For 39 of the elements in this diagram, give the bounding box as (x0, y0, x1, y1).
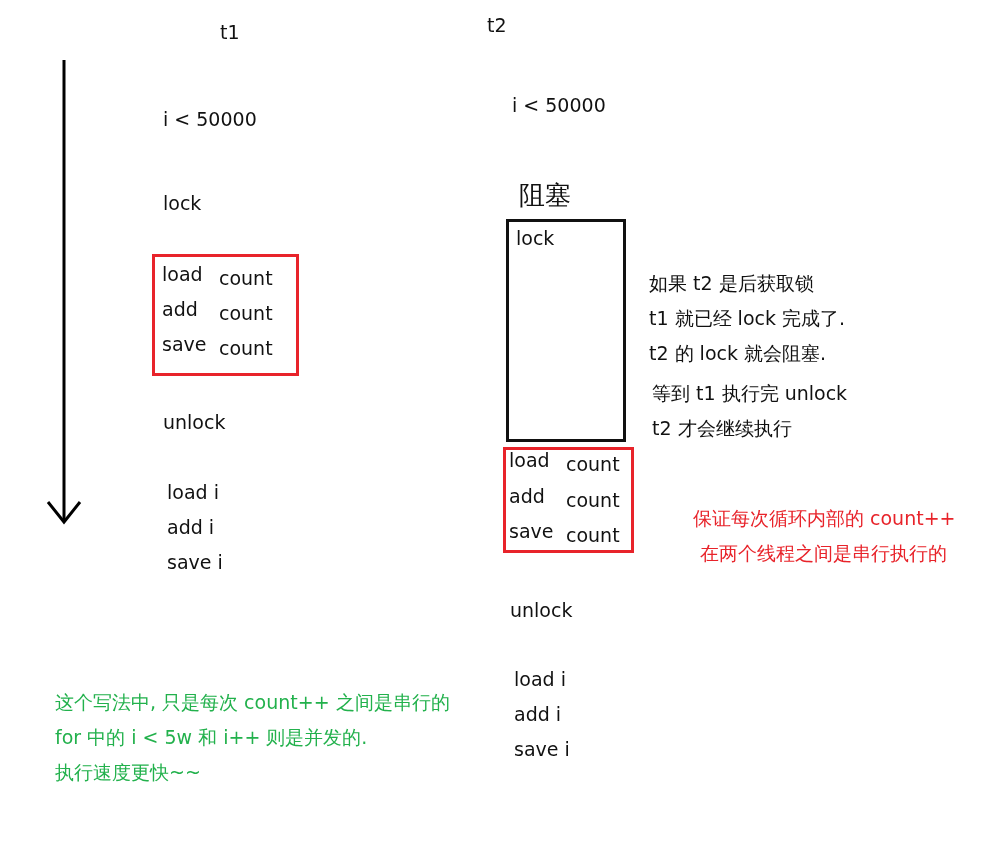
code-line: save i (167, 550, 223, 574)
code-line: unlock (163, 410, 226, 434)
thread-label: t1 (220, 20, 240, 44)
code-text: count (566, 452, 620, 476)
code-block-frame (503, 447, 634, 553)
note-text: 这个写法中, 只是每次 count++ 之间是串行的 (55, 690, 450, 714)
code-line: load i (167, 480, 219, 504)
note-text: for 中的 i < 5w 和 i++ 则是并发的. (55, 725, 368, 749)
note-text: t2 的 lock 就会阻塞. (649, 341, 827, 365)
code-text: save (509, 519, 554, 543)
code-line: add i (514, 702, 562, 726)
code-line: add i (167, 515, 215, 539)
note-text: t2 才会继续执行 (652, 416, 792, 440)
code-text: count (219, 301, 273, 325)
note-text: t1 就已经 lock 完成了. (649, 306, 846, 330)
code-line: lock (163, 191, 202, 215)
note-text: 如果 t2 是后获取锁 (649, 271, 814, 295)
note-text: 在两个线程之间是串行执行的 (700, 541, 947, 565)
code-line: i < 50000 (512, 93, 606, 117)
code-line: unlock (510, 598, 573, 622)
code-text: count (566, 523, 620, 547)
code-text: add (162, 297, 198, 321)
code-text: load (162, 262, 203, 286)
code-text: count (219, 266, 273, 290)
note-text: 等到 t1 执行完 unlock (652, 381, 848, 405)
thread-label: t2 (487, 13, 507, 37)
note-text: 保证每次循环内部的 count++ (693, 506, 956, 530)
code-text: load (509, 448, 550, 472)
code-text: save (162, 332, 207, 356)
note-text: 执行速度更快~~ (55, 760, 201, 784)
code-text: add (509, 484, 545, 508)
code-block-frame (152, 254, 299, 376)
code-line: i < 50000 (163, 107, 257, 131)
code-text: count (219, 336, 273, 360)
code-line: save i (514, 737, 570, 761)
code-text: count (566, 488, 620, 512)
code-text: lock (516, 226, 555, 250)
status-heading: 阻塞 (519, 179, 571, 211)
code-line: load i (514, 667, 566, 691)
